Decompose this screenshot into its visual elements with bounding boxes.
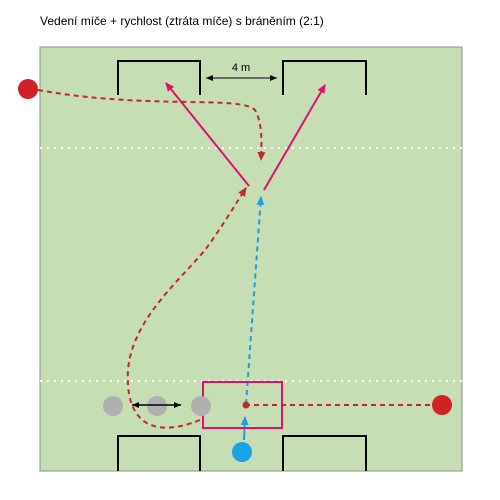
blue-player [232,442,252,462]
red-player-top-left [18,79,38,99]
distance-label: 4 m [232,62,250,74]
red-dribble-path [126,187,247,429]
goal-top-left [117,60,201,95]
red-player-right [432,395,452,415]
cone-3 [191,396,211,416]
cone-2 [147,396,167,416]
goal-top-right [282,60,367,95]
cone-1 [103,396,123,416]
shot-arrow-right [263,84,326,191]
blue-pass-path [245,196,265,405]
red-run-path-top [37,89,266,161]
goal-bottom-right [282,435,367,471]
shot-arrow-left [165,82,250,187]
goal-bottom-left [117,435,201,471]
drill-title: Vedení míče + rychlost (ztráta míče) s b… [40,14,324,28]
ball [242,401,250,409]
